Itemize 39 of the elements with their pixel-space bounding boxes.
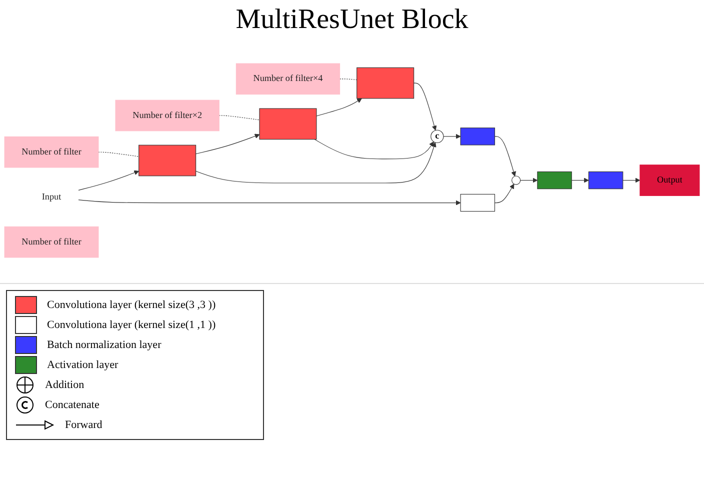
arrow [443, 134, 461, 139]
legend-label: Forward [65, 419, 102, 431]
connector [98, 152, 140, 157]
connector [339, 78, 358, 80]
node-box [588, 171, 624, 190]
node-circle: c [430, 130, 444, 144]
arrow [196, 142, 436, 184]
arrow [78, 170, 140, 191]
legend-label: Convolutiona layer (kernel size(3 ,3 )) [47, 299, 216, 311]
node-box: Number of filter×2 [115, 100, 220, 132]
node-box [259, 108, 317, 140]
legend-label: Concatenate [45, 399, 100, 411]
arrow [196, 134, 260, 154]
arrow [78, 200, 461, 206]
legend-label: Batch normalization layer [47, 339, 162, 351]
arrow [314, 139, 434, 160]
node-box [537, 171, 572, 190]
title: MultiResUnet Block [234, 4, 470, 36]
node-circle [512, 176, 521, 185]
node-box: Number of filter [4, 136, 99, 168]
node-box [460, 128, 496, 146]
arrow [414, 82, 437, 131]
legend-label: Convolutiona layer (kernel size(1 ,1 )) [47, 319, 216, 331]
arrow [316, 98, 362, 116]
arrow [622, 178, 640, 183]
arrow [494, 136, 516, 176]
arrow [520, 178, 538, 183]
connector [218, 115, 260, 120]
arrow [571, 178, 589, 183]
legend-label: Activation layer [47, 359, 118, 371]
node-box: Output [640, 164, 700, 196]
node-box: Number of filter×4 [236, 63, 340, 95]
node-box: Number of filter [4, 226, 99, 258]
arrow [494, 184, 514, 204]
legend-label: Addition [45, 379, 84, 391]
node-box [460, 194, 496, 212]
node-box [356, 67, 414, 99]
node-text: Input [42, 192, 62, 202]
node-box [138, 144, 196, 176]
